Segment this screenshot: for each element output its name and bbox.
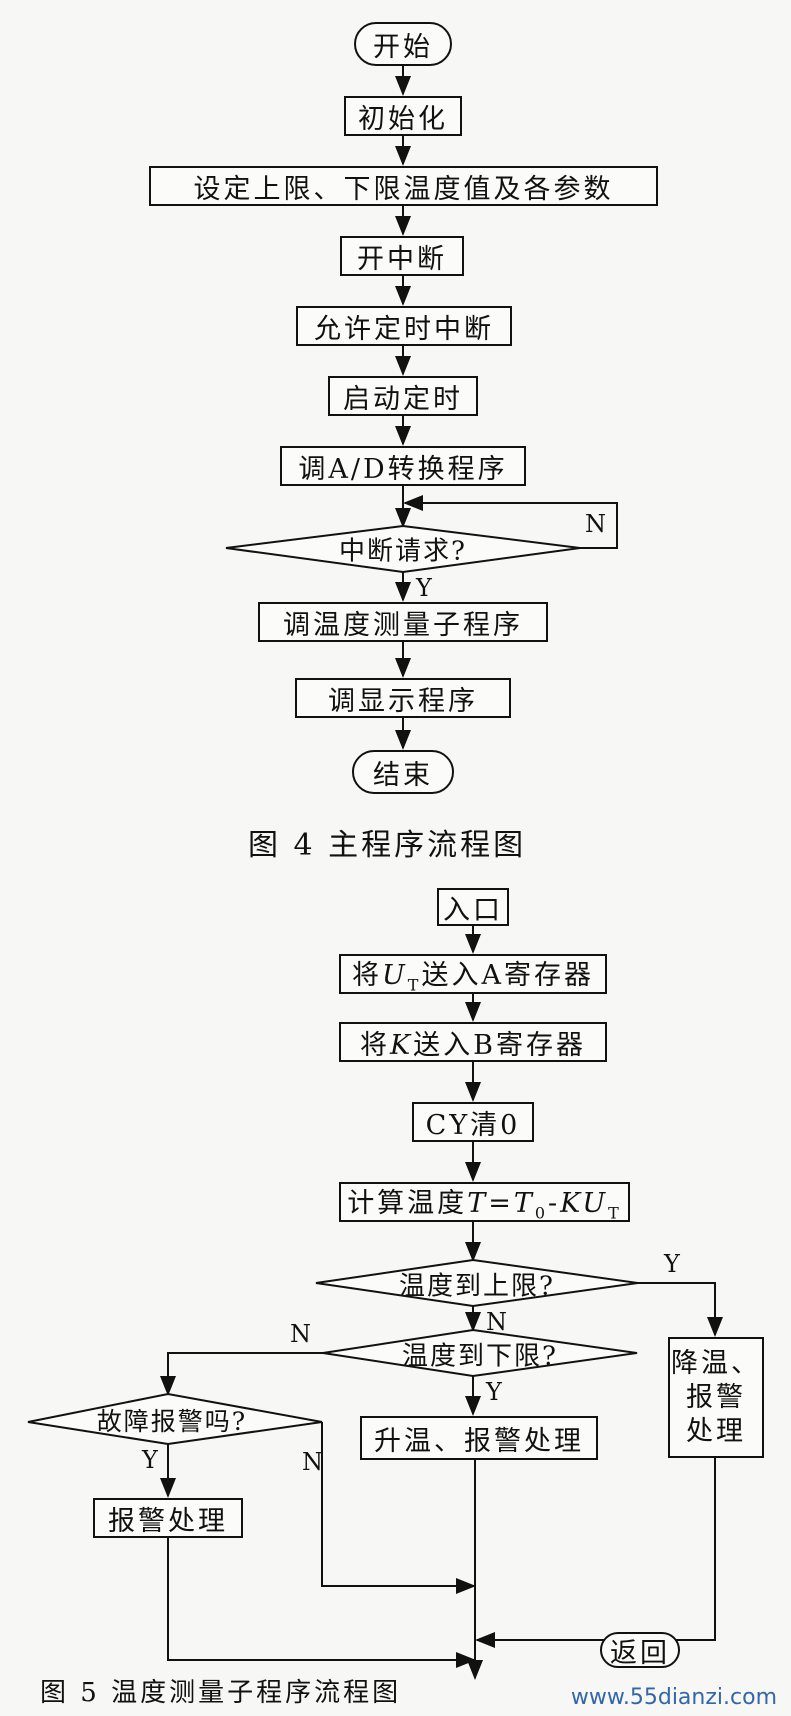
calc-t0: T <box>513 1188 535 1220</box>
call-display-step: 调显示程序 <box>295 678 511 718</box>
lower-limit-label: 温度到下限? <box>402 1341 558 1372</box>
ut-to-a-step: 将UT送入A寄存器 <box>339 953 607 995</box>
calc-ku: KU <box>560 1188 609 1220</box>
cy-clear-step: CY清0 <box>412 1102 534 1142</box>
interrupt-yes-label: Y <box>416 574 432 602</box>
init-label: 初始化 <box>358 103 448 135</box>
heat-alarm-step: 升温、报警处理 <box>360 1416 598 1460</box>
enable-interrupt-label: 开中断 <box>357 243 447 275</box>
diamond-upper-limit <box>315 1258 639 1308</box>
upper-limit-label: 温度到上限? <box>399 1271 555 1302</box>
set-limits-step: 设定上限、下限温度值及各参数 <box>149 166 658 206</box>
k-post-text: 送入B寄存器 <box>413 1029 586 1061</box>
alarm-step: 报警处理 <box>93 1498 243 1538</box>
upper-yes-label: Y <box>664 1250 680 1278</box>
fault-alarm-label: 故障报警吗? <box>96 1407 248 1436</box>
cool-alarm-line1: 降温、 <box>671 1347 761 1379</box>
calc-ku-sub: T <box>608 1203 622 1223</box>
cool-alarm-step: 降温、 报警 处理 <box>668 1337 764 1458</box>
call-temp-label: 调温度测量子程序 <box>283 609 523 641</box>
diamond-interrupt-request <box>225 524 581 574</box>
cool-alarm-line2: 报警 <box>686 1381 746 1413</box>
start-timer-step: 启动定时 <box>328 376 478 416</box>
diamond-fault-alarm <box>27 1392 323 1446</box>
k-pre-text: 将 <box>359 1029 390 1061</box>
fault-yes-label: Y <box>142 1446 158 1474</box>
lower-yes-label: Y <box>486 1378 502 1406</box>
ut-to-a-label: 将UT送入A寄存器 <box>352 953 594 994</box>
set-limits-label: 设定上限、下限温度值及各参数 <box>193 173 614 205</box>
call-ad-step: 调A/D转换程序 <box>280 446 526 486</box>
heat-alarm-label: 升温、报警处理 <box>374 1425 584 1457</box>
calc-t0-sub: 0 <box>534 1203 549 1223</box>
ut-var: U <box>382 960 408 992</box>
fig5-caption: 图 5 温度测量子程序流程图 <box>40 1678 402 1708</box>
watermark: www.55dianzi.com <box>570 1685 777 1710</box>
cool-alarm-line3: 处理 <box>686 1415 746 1447</box>
start-label: 开始 <box>373 31 433 63</box>
end-terminal: 结束 <box>352 750 454 794</box>
calc-temp-step: 计算温度T=T0-KUT <box>339 1181 630 1223</box>
ut-post-text: 送入A寄存器 <box>421 960 594 992</box>
enable-interrupt-step: 开中断 <box>340 236 464 276</box>
k-var: K <box>389 1029 414 1061</box>
fault-no-label: N <box>302 1448 323 1476</box>
allow-timer-interrupt-label: 允许定时中断 <box>314 313 494 345</box>
calc-minus: - <box>548 1188 561 1220</box>
allow-timer-interrupt-step: 允许定时中断 <box>296 306 512 346</box>
ut-pre-text: 将 <box>352 960 383 992</box>
upper-no-label: N <box>486 1308 507 1336</box>
fig4-caption: 图 4 主程序流程图 <box>248 828 527 863</box>
call-ad-label: 调A/D转换程序 <box>298 453 508 485</box>
k-to-b-step: 将K送入B寄存器 <box>339 1022 607 1062</box>
calc-pre-text: 计算温度 <box>347 1188 468 1220</box>
calc-temp-label: 计算温度T=T0-KUT <box>347 1181 622 1222</box>
interrupt-no-label: N <box>585 510 606 538</box>
return-terminal: 返回 <box>600 1632 680 1669</box>
ut-sub: T <box>407 975 422 995</box>
cy-clear-label: CY清0 <box>425 1109 521 1141</box>
lower-no-label: N <box>290 1320 311 1348</box>
start-timer-label: 启动定时 <box>343 383 463 415</box>
k-to-b-label: 将K送入B寄存器 <box>360 1023 586 1062</box>
return-label: 返回 <box>610 1637 670 1669</box>
init-step: 初始化 <box>344 96 462 136</box>
end-label: 结束 <box>373 759 433 791</box>
diamond-lower-limit <box>322 1328 638 1378</box>
start-terminal: 开始 <box>354 22 452 66</box>
entry-label: 入口 <box>443 894 503 926</box>
call-display-label: 调显示程序 <box>328 685 478 717</box>
call-temp-step: 调温度测量子程序 <box>258 602 548 642</box>
interrupt-request-label: 中断请求? <box>339 536 467 567</box>
calc-eq: = <box>488 1188 514 1220</box>
entry-step: 入口 <box>437 888 509 926</box>
calc-t: T <box>467 1188 489 1220</box>
alarm-label: 报警处理 <box>108 1505 228 1537</box>
